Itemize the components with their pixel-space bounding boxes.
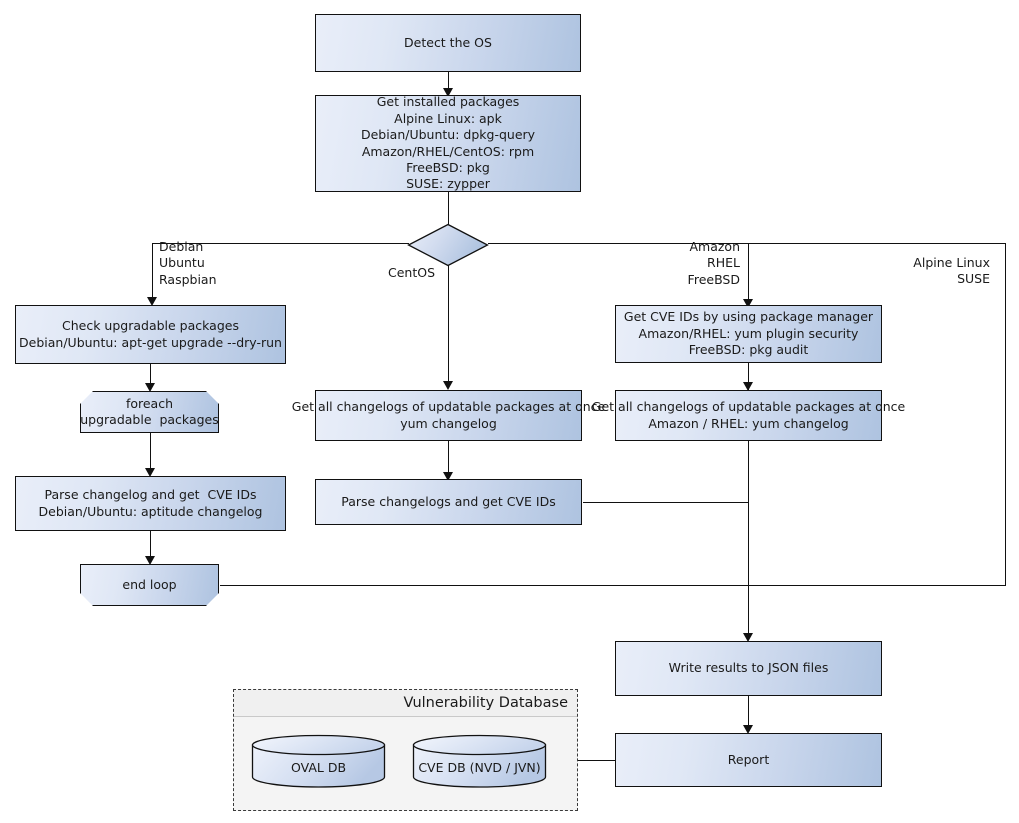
node-check-upgradable[interactable]: Check upgradable packages Debian/Ubuntu:… (15, 305, 286, 364)
arrowhead-end-loop (144, 556, 155, 565)
node-oval-db-label: OVAL DB (290, 760, 347, 775)
connector-decision-bus-left (152, 243, 409, 245)
arrowhead-write-results (742, 633, 753, 642)
arrowhead-rhel-changelogs (742, 382, 753, 391)
edge-label-centos: CentOS (388, 265, 436, 280)
node-get-cve-ids-pkgmgr-label: Get CVE IDs by using package manager Ama… (623, 309, 874, 358)
node-end-loop[interactable]: end loop (80, 564, 219, 606)
connector-rhel-to-bus (747, 441, 749, 586)
connector-cveids-to-rhel-changelogs (747, 363, 749, 391)
connector-amazon-branch (747, 243, 749, 305)
arrowhead-centos-parse (442, 472, 453, 481)
connector-parse-to-endloop (149, 531, 151, 563)
connector-foreach-to-parse (149, 433, 151, 475)
vulnerability-database-titlebar (234, 690, 577, 717)
node-detect-os-label: Detect the OS (404, 34, 492, 50)
node-changelogs-rhel[interactable]: Get all changelogs of updatable packages… (592, 390, 905, 441)
node-parse-changelogs-centos[interactable]: Parse changelogs and get CVE IDs (315, 479, 582, 525)
node-detect-os[interactable]: Detect the OS (315, 14, 581, 72)
connector-centos-changelogs-to-parse (447, 441, 449, 479)
node-os-decision[interactable] (407, 223, 489, 267)
node-report[interactable]: Report (615, 733, 882, 787)
node-report-label: Report (727, 751, 770, 767)
node-parse-changelog-debian[interactable]: Parse changelog and get CVE IDs Debian/U… (15, 476, 286, 531)
arrowhead-centos-changelogs (442, 381, 453, 390)
node-write-results-label: Write results to JSON files (668, 660, 829, 676)
node-changelogs-rhel-label: Get all changelogs of updatable packages… (591, 399, 906, 431)
node-oval-db[interactable]: OVAL DB (251, 734, 386, 788)
node-cve-db-label: CVE DB (NVD / JVN) (418, 760, 541, 775)
connector-debian-branch (151, 243, 153, 303)
end-loop-shape (80, 564, 219, 606)
node-check-upgradable-label: Check upgradable packages Debian/Ubuntu:… (19, 318, 282, 350)
node-end-loop-label: end loop (122, 576, 177, 592)
arrowhead-packages (442, 88, 453, 97)
edge-label-amazon: Amazon RHEL FreeBSD (687, 239, 740, 287)
connector-centos-branch (447, 265, 449, 387)
connector-check-to-foreach (149, 364, 151, 390)
connector-alpine-branch (1004, 243, 1006, 586)
connector-cvedb-to-report (546, 760, 615, 762)
node-cve-db[interactable]: CVE DB (NVD / JVN) (412, 734, 547, 788)
connector-endloop-bottom-bus (220, 585, 1006, 587)
vulnerability-database-group: Vulnerability Database (233, 689, 578, 811)
connector-bus-to-write-results (747, 585, 749, 640)
foreach-loop-shape (80, 391, 219, 433)
connector-write-to-report (747, 696, 749, 732)
node-get-installed-packages[interactable]: Get installed packages Alpine Linux: apk… (315, 94, 581, 192)
node-foreach-loop[interactable]: foreach upgradable packages (80, 391, 219, 433)
node-get-cve-ids-pkgmgr[interactable]: Get CVE IDs by using package manager Ama… (615, 305, 882, 363)
node-parse-changelog-debian-label: Parse changelog and get CVE IDs Debian/U… (38, 487, 263, 519)
connector-decision-bus-right (488, 243, 1006, 245)
arrowhead-foreach (144, 383, 155, 392)
node-changelogs-centos[interactable]: Get all changelogs of updatable packages… (292, 390, 605, 441)
connector-detect-to-packages (447, 72, 449, 94)
node-get-installed-packages-label: Get installed packages Alpine Linux: apk… (360, 94, 536, 192)
arrowhead-get-cve-ids (742, 299, 753, 308)
node-changelogs-centos-label: Get all changelogs of updatable packages… (291, 399, 606, 431)
edge-label-alpine: Alpine Linux SUSE (913, 255, 990, 287)
connector-centos-parse-to-bus (583, 502, 748, 504)
node-foreach-loop-label: foreach upgradable packages (80, 395, 219, 427)
arrowhead-parse-changelog (144, 468, 155, 477)
node-parse-changelogs-centos-label: Parse changelogs and get CVE IDs (341, 493, 556, 509)
arrowhead-report (742, 725, 753, 734)
arrowhead-check-upgradable (146, 297, 157, 306)
connector-packages-to-decision (447, 192, 449, 226)
edge-label-debian: Debian Ubuntu Raspbian (159, 239, 217, 287)
vulnerability-database-title: Vulnerability Database (403, 695, 568, 711)
node-write-results[interactable]: Write results to JSON files (615, 641, 882, 696)
